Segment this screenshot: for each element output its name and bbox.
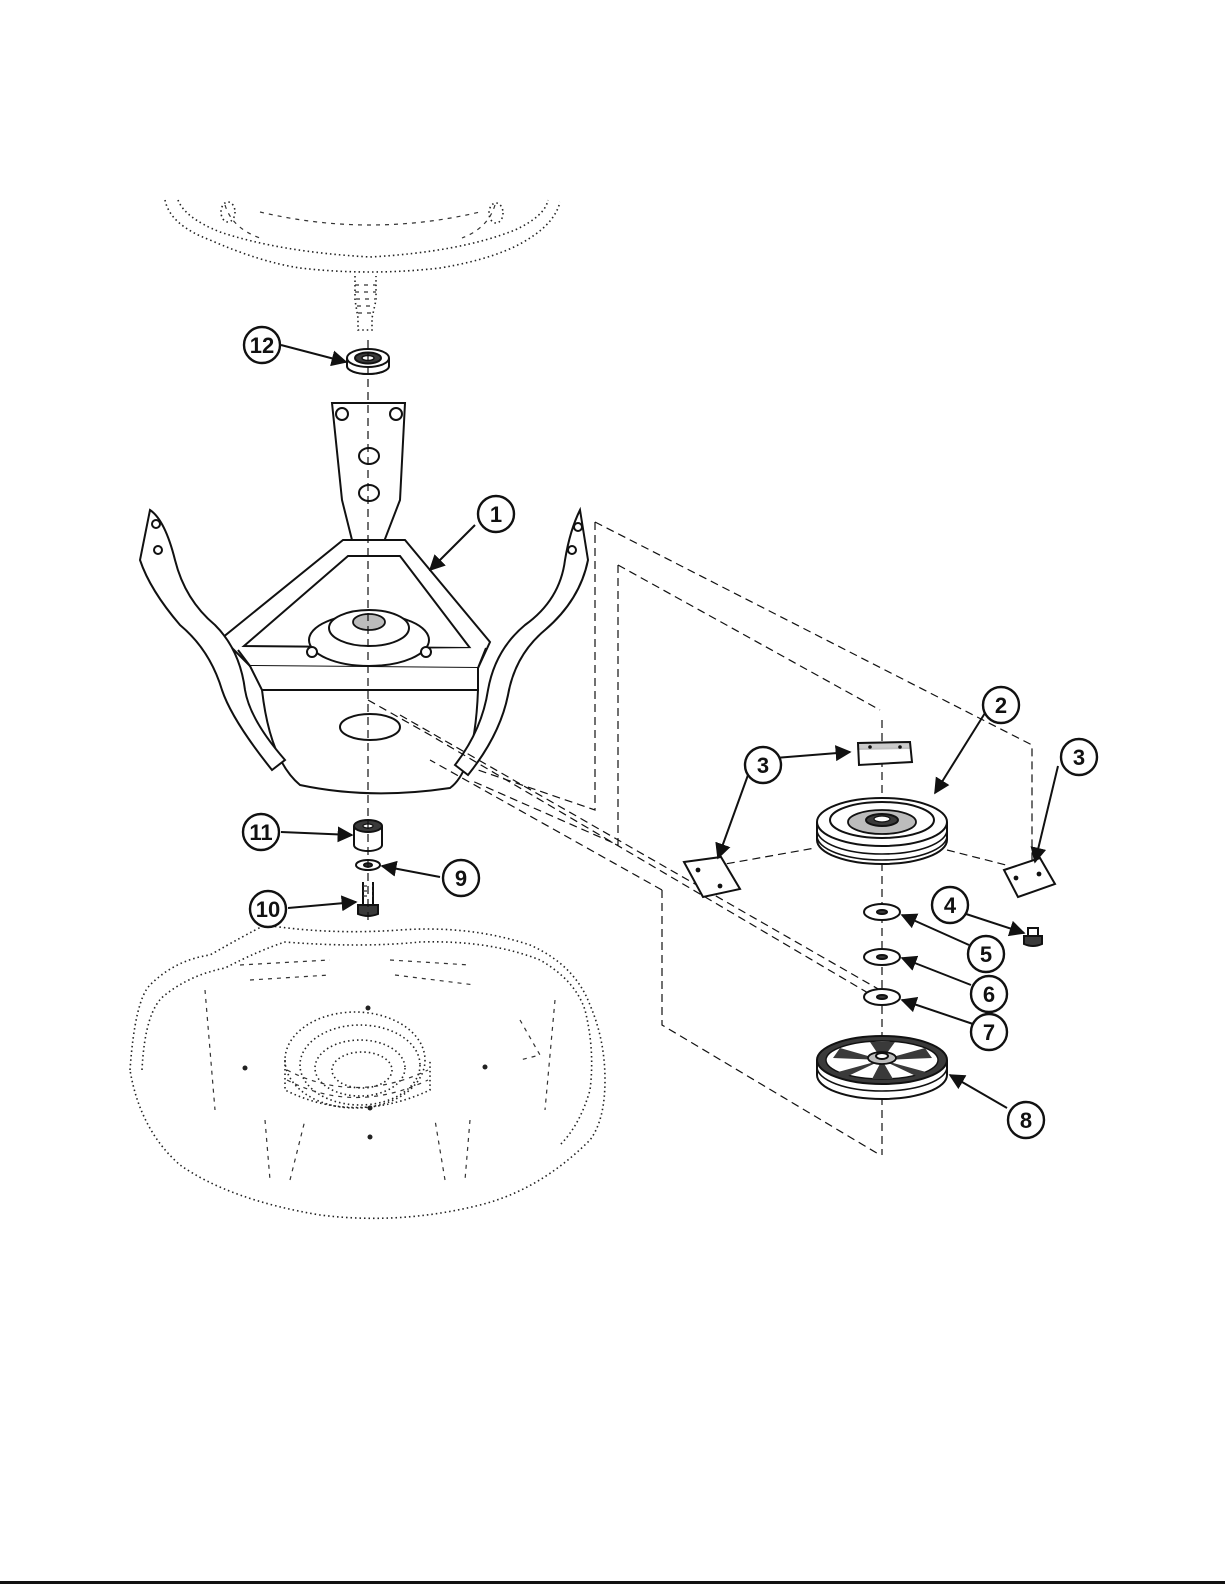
callout-10: 10 [250, 891, 286, 927]
svg-text:8: 8 [1020, 1108, 1032, 1133]
callout-2: 2 [983, 687, 1019, 723]
callout-4: 4 [932, 887, 968, 923]
washer-part-6 [864, 949, 900, 965]
svg-text:6: 6 [983, 982, 995, 1007]
callout-11: 11 [243, 814, 279, 850]
svg-text:7: 7 [983, 1020, 995, 1045]
svg-text:2: 2 [995, 693, 1007, 718]
mounting-pad-part-3-right [1004, 858, 1055, 897]
washer-part-5 [864, 904, 900, 920]
tub-bottom-ghost [165, 200, 560, 330]
suspension-base-part-1 [140, 403, 588, 793]
svg-text:9: 9 [455, 866, 467, 891]
svg-text:10: 10 [256, 897, 280, 922]
page-bottom-rule [0, 1581, 1225, 1584]
callout-7: 7 [971, 1014, 1007, 1050]
screw-part-4 [1024, 928, 1042, 946]
callout-12: 12 [244, 327, 280, 363]
svg-text:1: 1 [490, 502, 502, 527]
callout-5: 5 [968, 936, 1004, 972]
svg-text:11: 11 [249, 820, 272, 845]
callout-8: 8 [1008, 1102, 1044, 1138]
washer-part-7 [864, 989, 900, 1005]
callout-1: 1 [478, 496, 514, 532]
mounting-pad-part-3-top [858, 742, 912, 765]
cabinet-base-ghost [130, 925, 605, 1218]
svg-text:3: 3 [757, 753, 769, 778]
callout-3-right: 3 [1061, 739, 1097, 775]
callout-6: 6 [971, 976, 1007, 1012]
svg-text:5: 5 [980, 942, 992, 967]
drive-sheave-part-2 [817, 798, 947, 864]
svg-text:12: 12 [250, 333, 274, 358]
callout-9: 9 [443, 860, 479, 896]
callout-3-left: 3 [745, 747, 781, 783]
svg-text:3: 3 [1073, 745, 1085, 770]
pulley-part-8 [817, 1036, 947, 1099]
svg-text:4: 4 [944, 893, 957, 918]
